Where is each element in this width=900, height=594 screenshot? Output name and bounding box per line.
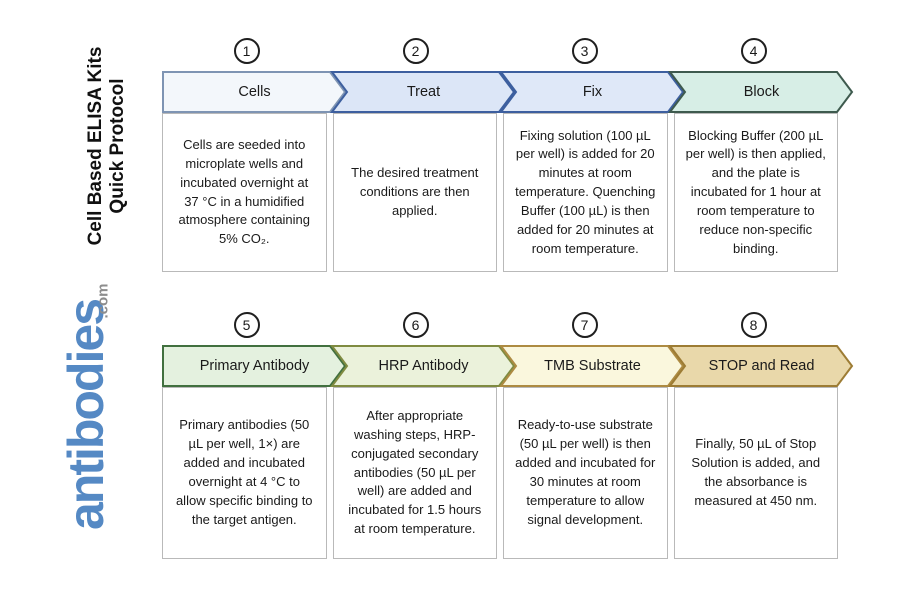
step-description: The desired treatment conditions are the… — [332, 113, 497, 272]
description-row-2: Primary antibodies (50 µL per well, 1×) … — [162, 387, 838, 559]
step-description-text: Finally, 50 µL of Stop Solution is added… — [691, 436, 821, 508]
arrow-step-treat: Treat — [331, 71, 500, 113]
step-number-badge: 4 — [740, 38, 767, 64]
step-number-badge: 8 — [740, 312, 767, 338]
chevron-shape-icon — [162, 71, 346, 113]
arrow-label: HRP Antibody — [378, 358, 469, 374]
brand-suffix: .com — [94, 283, 112, 319]
description-row-1: Cells are seeded into microplate wells a… — [162, 113, 838, 272]
chevron-shape-icon — [331, 345, 515, 387]
arrow-step-primary-antibody: Primary Antibody — [162, 345, 331, 387]
arrow-label: Cells — [238, 84, 271, 100]
step-description-text: The desired treatment conditions are the… — [351, 165, 479, 218]
step-numbers-row-1: 1 2 3 4 — [162, 38, 838, 64]
step-description: Finally, 50 µL of Stop Solution is added… — [673, 387, 838, 559]
step-number-badge: 6 — [402, 312, 429, 338]
arrow-label: TMB Substrate — [544, 358, 641, 374]
step-numbers-row-2: 5 6 7 8 — [162, 312, 838, 338]
arrow-label: Fix — [582, 84, 603, 100]
step-number-badge: 5 — [233, 312, 260, 338]
arrow-banner-row-1: Cells Treat Fix Block — [162, 71, 838, 113]
chevron-shape-icon — [500, 345, 684, 387]
chevron-shape-icon — [162, 345, 346, 387]
title-line-1: Cell Based ELISA Kits — [85, 46, 106, 246]
arrow-label: Primary Antibody — [199, 358, 310, 374]
arrow-label: Block — [743, 84, 780, 100]
chevron-shape-icon — [500, 71, 684, 113]
arrow-banner-row-2: Primary Antibody HRP Antibody TMB Substr… — [162, 345, 838, 387]
protocol-steps: 1 2 3 4 Cells Treat Fix — [162, 0, 838, 559]
step-description-text: After appropriate washing steps, HRP-con… — [348, 408, 482, 537]
arrow-step-fix: Fix — [500, 71, 669, 113]
arrow-step-tmb-substrate: TMB Substrate — [500, 345, 669, 387]
arrow-step-hrp-antibody: HRP Antibody — [331, 345, 500, 387]
step-number-badge: 3 — [571, 38, 598, 64]
arrow-label: Treat — [406, 84, 441, 100]
arrow-step-stop-and-read: STOP and Read — [669, 345, 838, 387]
step-description: Cells are seeded into microplate wells a… — [162, 113, 327, 272]
step-description: Fixing solution (100 µL per well) is add… — [503, 113, 668, 272]
arrow-step-cells: Cells — [162, 71, 331, 113]
step-description-text: Cells are seeded into microplate wells a… — [178, 136, 311, 247]
chevron-shape-icon — [669, 71, 853, 113]
title-line-2: Quick Protocol — [107, 78, 128, 214]
arrow-step-block: Block — [669, 71, 838, 113]
step-description-text: Ready-to-use substrate (50 µL per well) … — [515, 417, 656, 527]
step-description: After appropriate washing steps, HRP-con… — [332, 387, 497, 559]
step-number-badge: 2 — [402, 38, 429, 64]
step-number-badge: 1 — [233, 38, 260, 64]
step-number-badge: 7 — [571, 312, 598, 338]
chevron-shape-icon — [669, 345, 853, 387]
vertical-title: Cell Based ELISA Kits Quick Protocol — [85, 47, 129, 246]
chevron-shape-icon — [331, 71, 515, 113]
brand-logo: antibodies — [58, 299, 114, 531]
step-description-text: Primary antibodies (50 µL per well, 1×) … — [175, 417, 313, 527]
step-description: Blocking Buffer (200 µL per well) is the… — [673, 113, 838, 272]
step-description-text: Blocking Buffer (200 µL per well) is the… — [685, 127, 826, 256]
step-description: Primary antibodies (50 µL per well, 1×) … — [162, 387, 327, 559]
arrow-label: STOP and Read — [708, 358, 815, 374]
step-description: Ready-to-use substrate (50 µL per well) … — [503, 387, 668, 559]
step-description-text: Fixing solution (100 µL per well) is add… — [515, 127, 656, 256]
